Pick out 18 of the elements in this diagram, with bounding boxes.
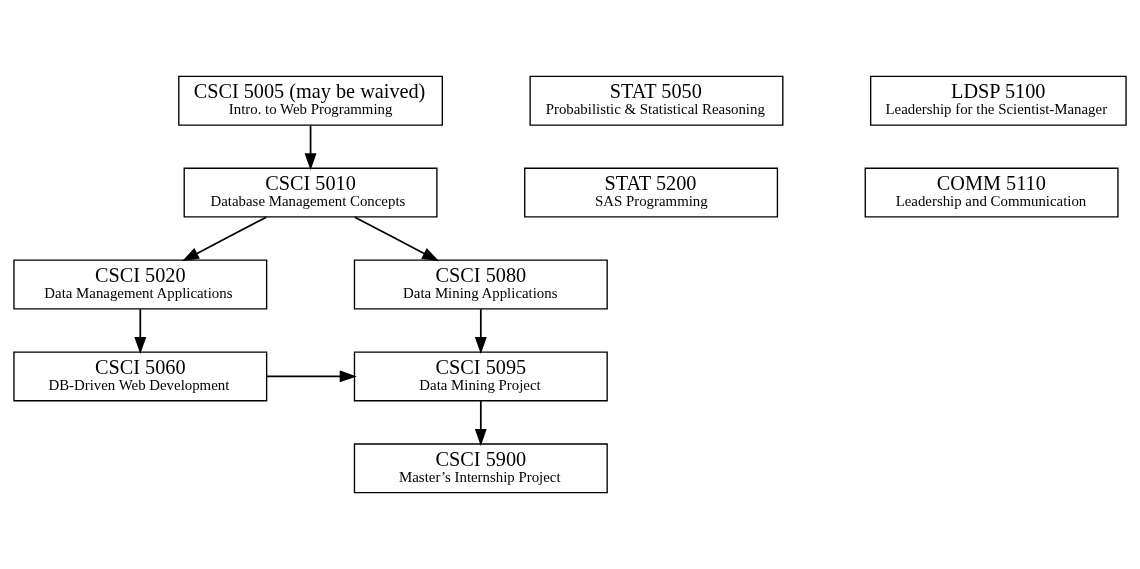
arrow — [304, 124, 317, 171]
node-box: COMM 5110 Leadership and Communication — [864, 167, 1119, 218]
node-box: STAT 5050 Probabilistic & Statistical Reasoning — [529, 75, 784, 126]
node-box: LDSP 5100 Leadership for the Scientist-Manager — [870, 75, 1127, 126]
arrow — [474, 400, 487, 446]
node-box: CSCI 5060 DB-Driven Web Development — [13, 351, 268, 402]
node-box: CSCI 5010 Database Management Concepts — [183, 167, 438, 218]
node-box: STAT 5200 SAS Programming — [524, 167, 779, 218]
node-box: CSCI 5900 Master’s Internship Project — [353, 443, 608, 494]
node-box: CSCI 5005 (may be waived) Intro. to Web Programming — [178, 75, 443, 126]
node-box: CSCI 5080 Data Mining Applications — [353, 259, 608, 310]
arrow — [134, 308, 147, 355]
arrow — [353, 216, 440, 262]
arrow — [182, 216, 268, 262]
node-box: CSCI 5020 Data Management Applications — [13, 259, 268, 310]
node-box: CSCI 5095 Data Mining Project — [353, 351, 608, 402]
arrow — [474, 308, 487, 355]
arrow — [265, 370, 357, 383]
